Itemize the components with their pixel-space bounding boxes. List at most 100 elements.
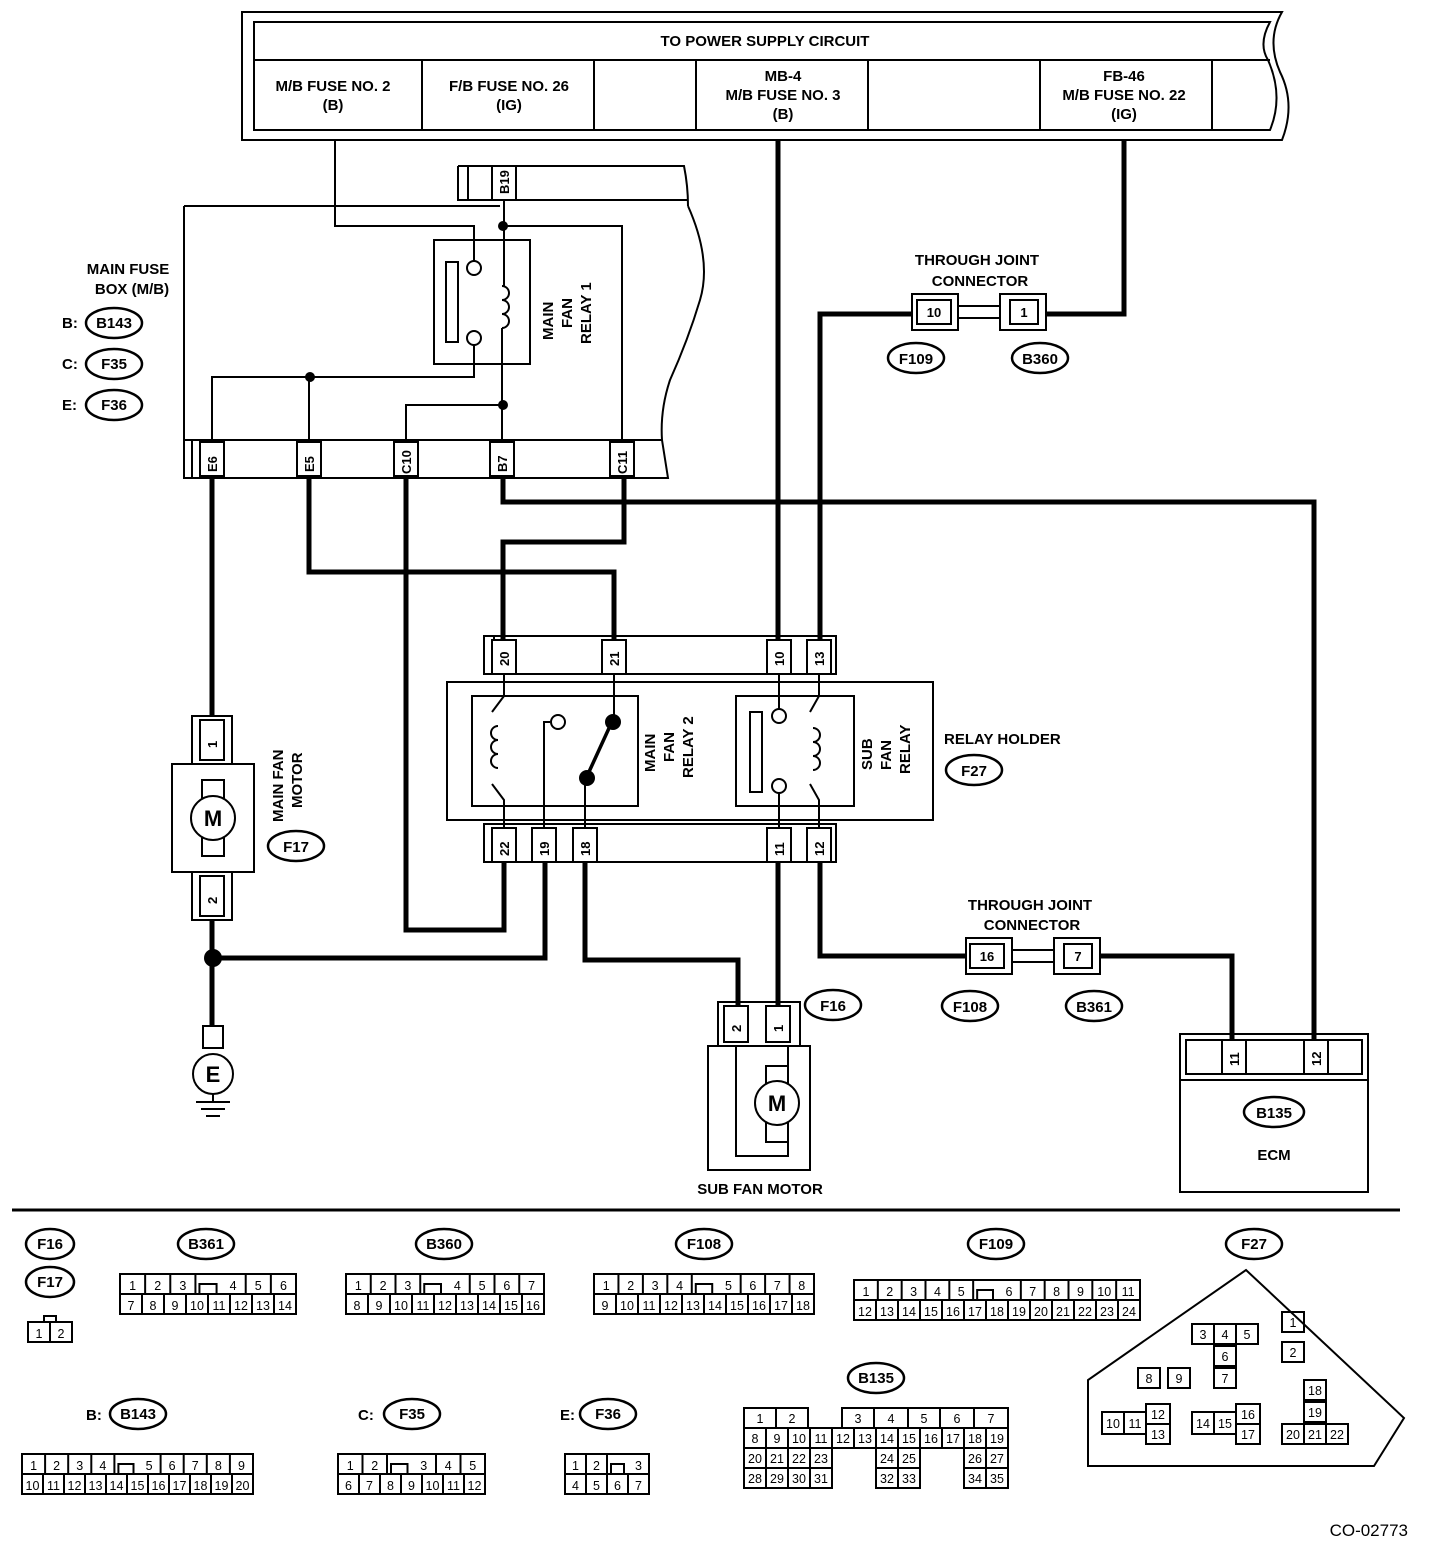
relay1-label-2: FAN — [559, 298, 576, 328]
mfm-label-1: MAIN FAN — [270, 750, 287, 823]
face-pin: 19 — [215, 1479, 229, 1493]
face-pin: 5 — [921, 1412, 928, 1426]
face-pin: 7 — [988, 1412, 995, 1426]
face-ref-b135: B135 — [858, 1370, 894, 1387]
face-pin: 10 — [26, 1479, 40, 1493]
face-pin: 16 — [1241, 1408, 1255, 1422]
face-ref-b143: B143 — [120, 1406, 156, 1423]
face-pin: 15 — [131, 1479, 145, 1493]
face-ref-b361: B361 — [188, 1236, 224, 1253]
face-pin: 6 — [345, 1479, 352, 1493]
face-pin: 20 — [236, 1479, 250, 1493]
rh-pin-10: 10 — [772, 652, 787, 666]
face-pin: 28 — [748, 1472, 762, 1486]
face-pin: 27 — [990, 1452, 1004, 1466]
pin-c10: C10 — [399, 450, 414, 474]
face-prefix-b: B: — [86, 1407, 102, 1424]
face-pin: 24 — [1122, 1305, 1136, 1319]
face-pin: 2 — [53, 1459, 60, 1473]
face-pin: 12 — [438, 1299, 452, 1313]
sfm-ref-f16: F16 — [820, 998, 846, 1015]
face-pin: 12 — [468, 1479, 482, 1493]
face-pin: 3 — [910, 1285, 917, 1299]
pin-b7: B7 — [495, 455, 510, 472]
face-pin: 11 — [643, 1299, 656, 1313]
face-pin: 15 — [504, 1299, 518, 1313]
mfb-ref-b-prefix: B: — [62, 315, 78, 332]
face-pin: 10 — [792, 1432, 806, 1446]
fuse-2-line2: (IG) — [496, 97, 522, 114]
face-pin: 1 — [757, 1412, 764, 1426]
face-pin: 10 — [1106, 1417, 1120, 1431]
face-ref-f16-oval — [24, 1227, 76, 1261]
face-pin: 6 — [749, 1279, 756, 1293]
face-ref-f36-oval — [578, 1397, 638, 1431]
face-pin: 33 — [902, 1472, 916, 1486]
pin-b19: B19 — [497, 170, 512, 194]
face-pin: 14 — [708, 1299, 722, 1313]
face-pin: 4 — [676, 1279, 683, 1293]
face-pin: 9 — [774, 1432, 781, 1446]
face-pin: 4 — [888, 1412, 895, 1426]
rh-pin-13: 13 — [812, 652, 827, 666]
pin-c11: C11 — [615, 451, 630, 474]
face-pin: 5 — [479, 1279, 486, 1293]
face-pin: 20 — [748, 1452, 762, 1466]
face-pin: 13 — [460, 1299, 474, 1313]
face-pin: 18 — [990, 1305, 1004, 1319]
face-pin: 2 — [154, 1279, 161, 1293]
face-pin: 7 — [192, 1459, 199, 1473]
face-pin: 11 — [1122, 1285, 1135, 1299]
sub-relay-label-3: RELAY — [897, 725, 914, 774]
face-pin: 8 — [752, 1432, 759, 1446]
face-pin: 14 — [278, 1299, 292, 1313]
face-pin: 1 — [347, 1459, 354, 1473]
face-pin: 4 — [99, 1459, 106, 1473]
face-pin: 13 — [858, 1432, 872, 1446]
rh-pin-11: 11 — [772, 842, 787, 856]
face-pin: 31 — [814, 1472, 828, 1486]
face-pin: 9 — [602, 1299, 609, 1313]
face-pin: 14 — [482, 1299, 496, 1313]
face-pin: 17 — [946, 1432, 960, 1446]
face-pin: 9 — [376, 1299, 383, 1313]
face-pin: 21 — [770, 1452, 784, 1466]
face-pin: 1 — [30, 1459, 37, 1473]
face-pin: 13 — [256, 1299, 270, 1313]
face-pin: 9 — [238, 1459, 245, 1473]
face-pin: 1 — [862, 1285, 869, 1299]
face-pin: 2 — [593, 1459, 600, 1473]
face-pin: 8 — [215, 1459, 222, 1473]
face-pin: 4 — [230, 1279, 237, 1293]
face-pin: 23 — [814, 1452, 828, 1466]
face-pin: 2 — [789, 1412, 796, 1426]
face-ref-b135-oval — [846, 1361, 906, 1395]
face-pin: 14 — [1196, 1417, 1210, 1431]
sub-relay-label-2: FAN — [878, 740, 895, 770]
face-pin: 11 — [447, 1479, 460, 1493]
face-ref-f109-oval — [966, 1227, 1026, 1261]
face-pin: 6 — [169, 1459, 176, 1473]
face-pin: 19 — [1012, 1305, 1026, 1319]
ecm-ref-b135: B135 — [1256, 1105, 1292, 1122]
ground-label: E — [206, 1062, 221, 1087]
face-pin: 10 — [1097, 1285, 1111, 1299]
fuse-6-line1: FB-46 — [1103, 68, 1145, 85]
ecm-pin-11: 11 — [1227, 1052, 1242, 1066]
face-pin: 35 — [990, 1472, 1004, 1486]
face-ref-b143-oval — [108, 1397, 168, 1431]
tj1-ref-f109: F109 — [899, 351, 933, 368]
fuse-1-line2: (B) — [323, 97, 344, 114]
face-pin: 5 — [593, 1479, 600, 1493]
tj2-label-2: CONNECTOR — [984, 917, 1081, 934]
face-pin: 22 — [1078, 1305, 1092, 1319]
face-pin: 5 — [725, 1279, 732, 1293]
tj1-ref-b360: B360 — [1022, 351, 1058, 368]
face-pin: 6 — [1222, 1350, 1229, 1364]
